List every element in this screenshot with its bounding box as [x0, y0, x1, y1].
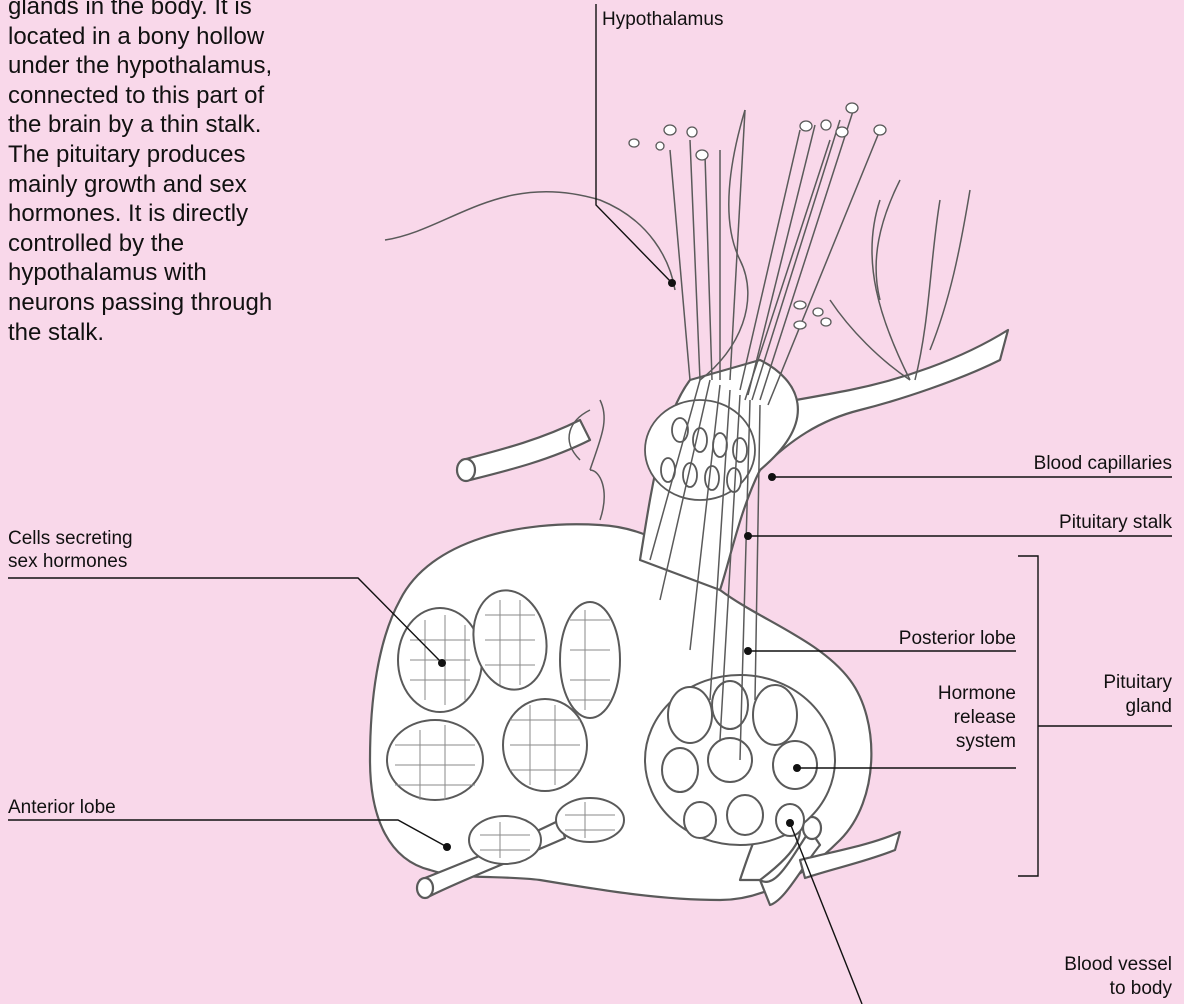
- label-cells-secreting: Cells secreting sex hormones: [8, 527, 133, 573]
- label-pituitary-gland: Pituitary gland: [1103, 671, 1172, 719]
- leader-cells-secreting: [8, 578, 442, 663]
- label-blood-vessel: Blood vessel to body: [1064, 953, 1172, 1001]
- label-pituitary-stalk: Pituitary stalk: [1059, 511, 1172, 534]
- label-hypothalamus: Hypothalamus: [602, 8, 723, 31]
- label-hormone-release: Hormone release system: [938, 682, 1016, 754]
- label-anterior-lobe: Anterior lobe: [8, 796, 116, 819]
- label-blood-capillaries: Blood capillaries: [1034, 452, 1172, 475]
- label-posterior-lobe: Posterior lobe: [899, 627, 1016, 650]
